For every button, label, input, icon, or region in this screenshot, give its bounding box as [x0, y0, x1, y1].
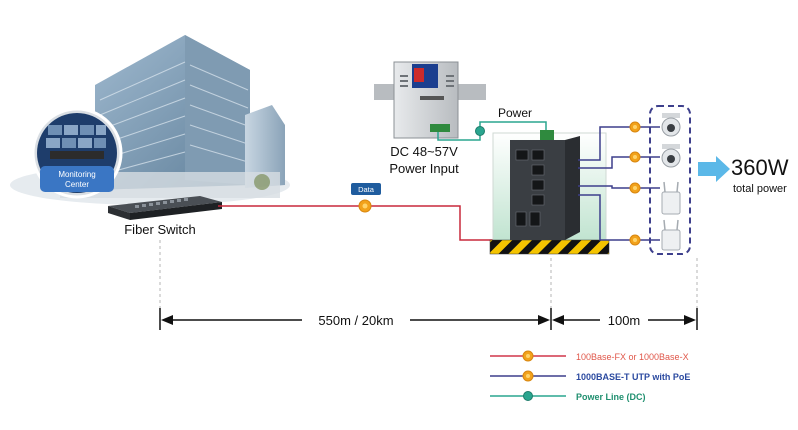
data-tag: Data [351, 183, 381, 195]
data-node [358, 199, 372, 213]
total-power-value: 360W [731, 155, 789, 180]
legend-label-fiber: 100Base-FX or 1000Base-X [576, 352, 689, 362]
poe-switch-device [510, 130, 580, 240]
distance-fiber-label: 550m / 20km [318, 313, 393, 328]
distance-copper-dimension [552, 308, 698, 330]
poe-devices-group [649, 105, 691, 255]
power-supply-unit [374, 61, 486, 139]
power-input-label-line1: DC 48~57V [390, 144, 458, 159]
total-power-caption: total power [733, 183, 787, 195]
fiber-switch-device [108, 196, 222, 220]
ptz-camera-icon [661, 144, 681, 168]
wireless-ap-icon [661, 219, 681, 251]
legend-item-fiber: 100Base-FX or 1000Base-X [490, 350, 689, 362]
legend-label-utp: 1000BASE-T UTP with PoE [576, 372, 690, 382]
power-arrow-icon [698, 156, 730, 182]
ptz-camera-icon [661, 113, 681, 137]
legend: 100Base-FX or 1000Base-X 1000BASE-T UTP … [490, 350, 690, 402]
fiber-data-line [218, 205, 505, 241]
legend-item-utp: 1000BASE-T UTP with PoE [490, 370, 690, 382]
monitoring-center: Monitoring Center [31, 107, 123, 199]
fiber-switch-label: Fiber Switch [124, 222, 196, 237]
power-input-label-line2: Power Input [389, 161, 459, 176]
monitor-wall-icon [46, 125, 106, 159]
power-node [475, 126, 485, 136]
data-tag-label: Data [358, 185, 375, 194]
legend-item-power: Power Line (DC) [490, 391, 646, 402]
poe-nodes [629, 121, 641, 246]
distance-copper-label: 100m [608, 313, 641, 328]
distance-fiber-dimension [159, 308, 552, 330]
monitoring-label-line2: Center [65, 180, 89, 189]
power-tag-label: Power [498, 106, 532, 120]
wireless-ap-icon [661, 181, 681, 215]
monitoring-label-line1: Monitoring [58, 170, 95, 179]
legend-label-power: Power Line (DC) [576, 392, 646, 402]
